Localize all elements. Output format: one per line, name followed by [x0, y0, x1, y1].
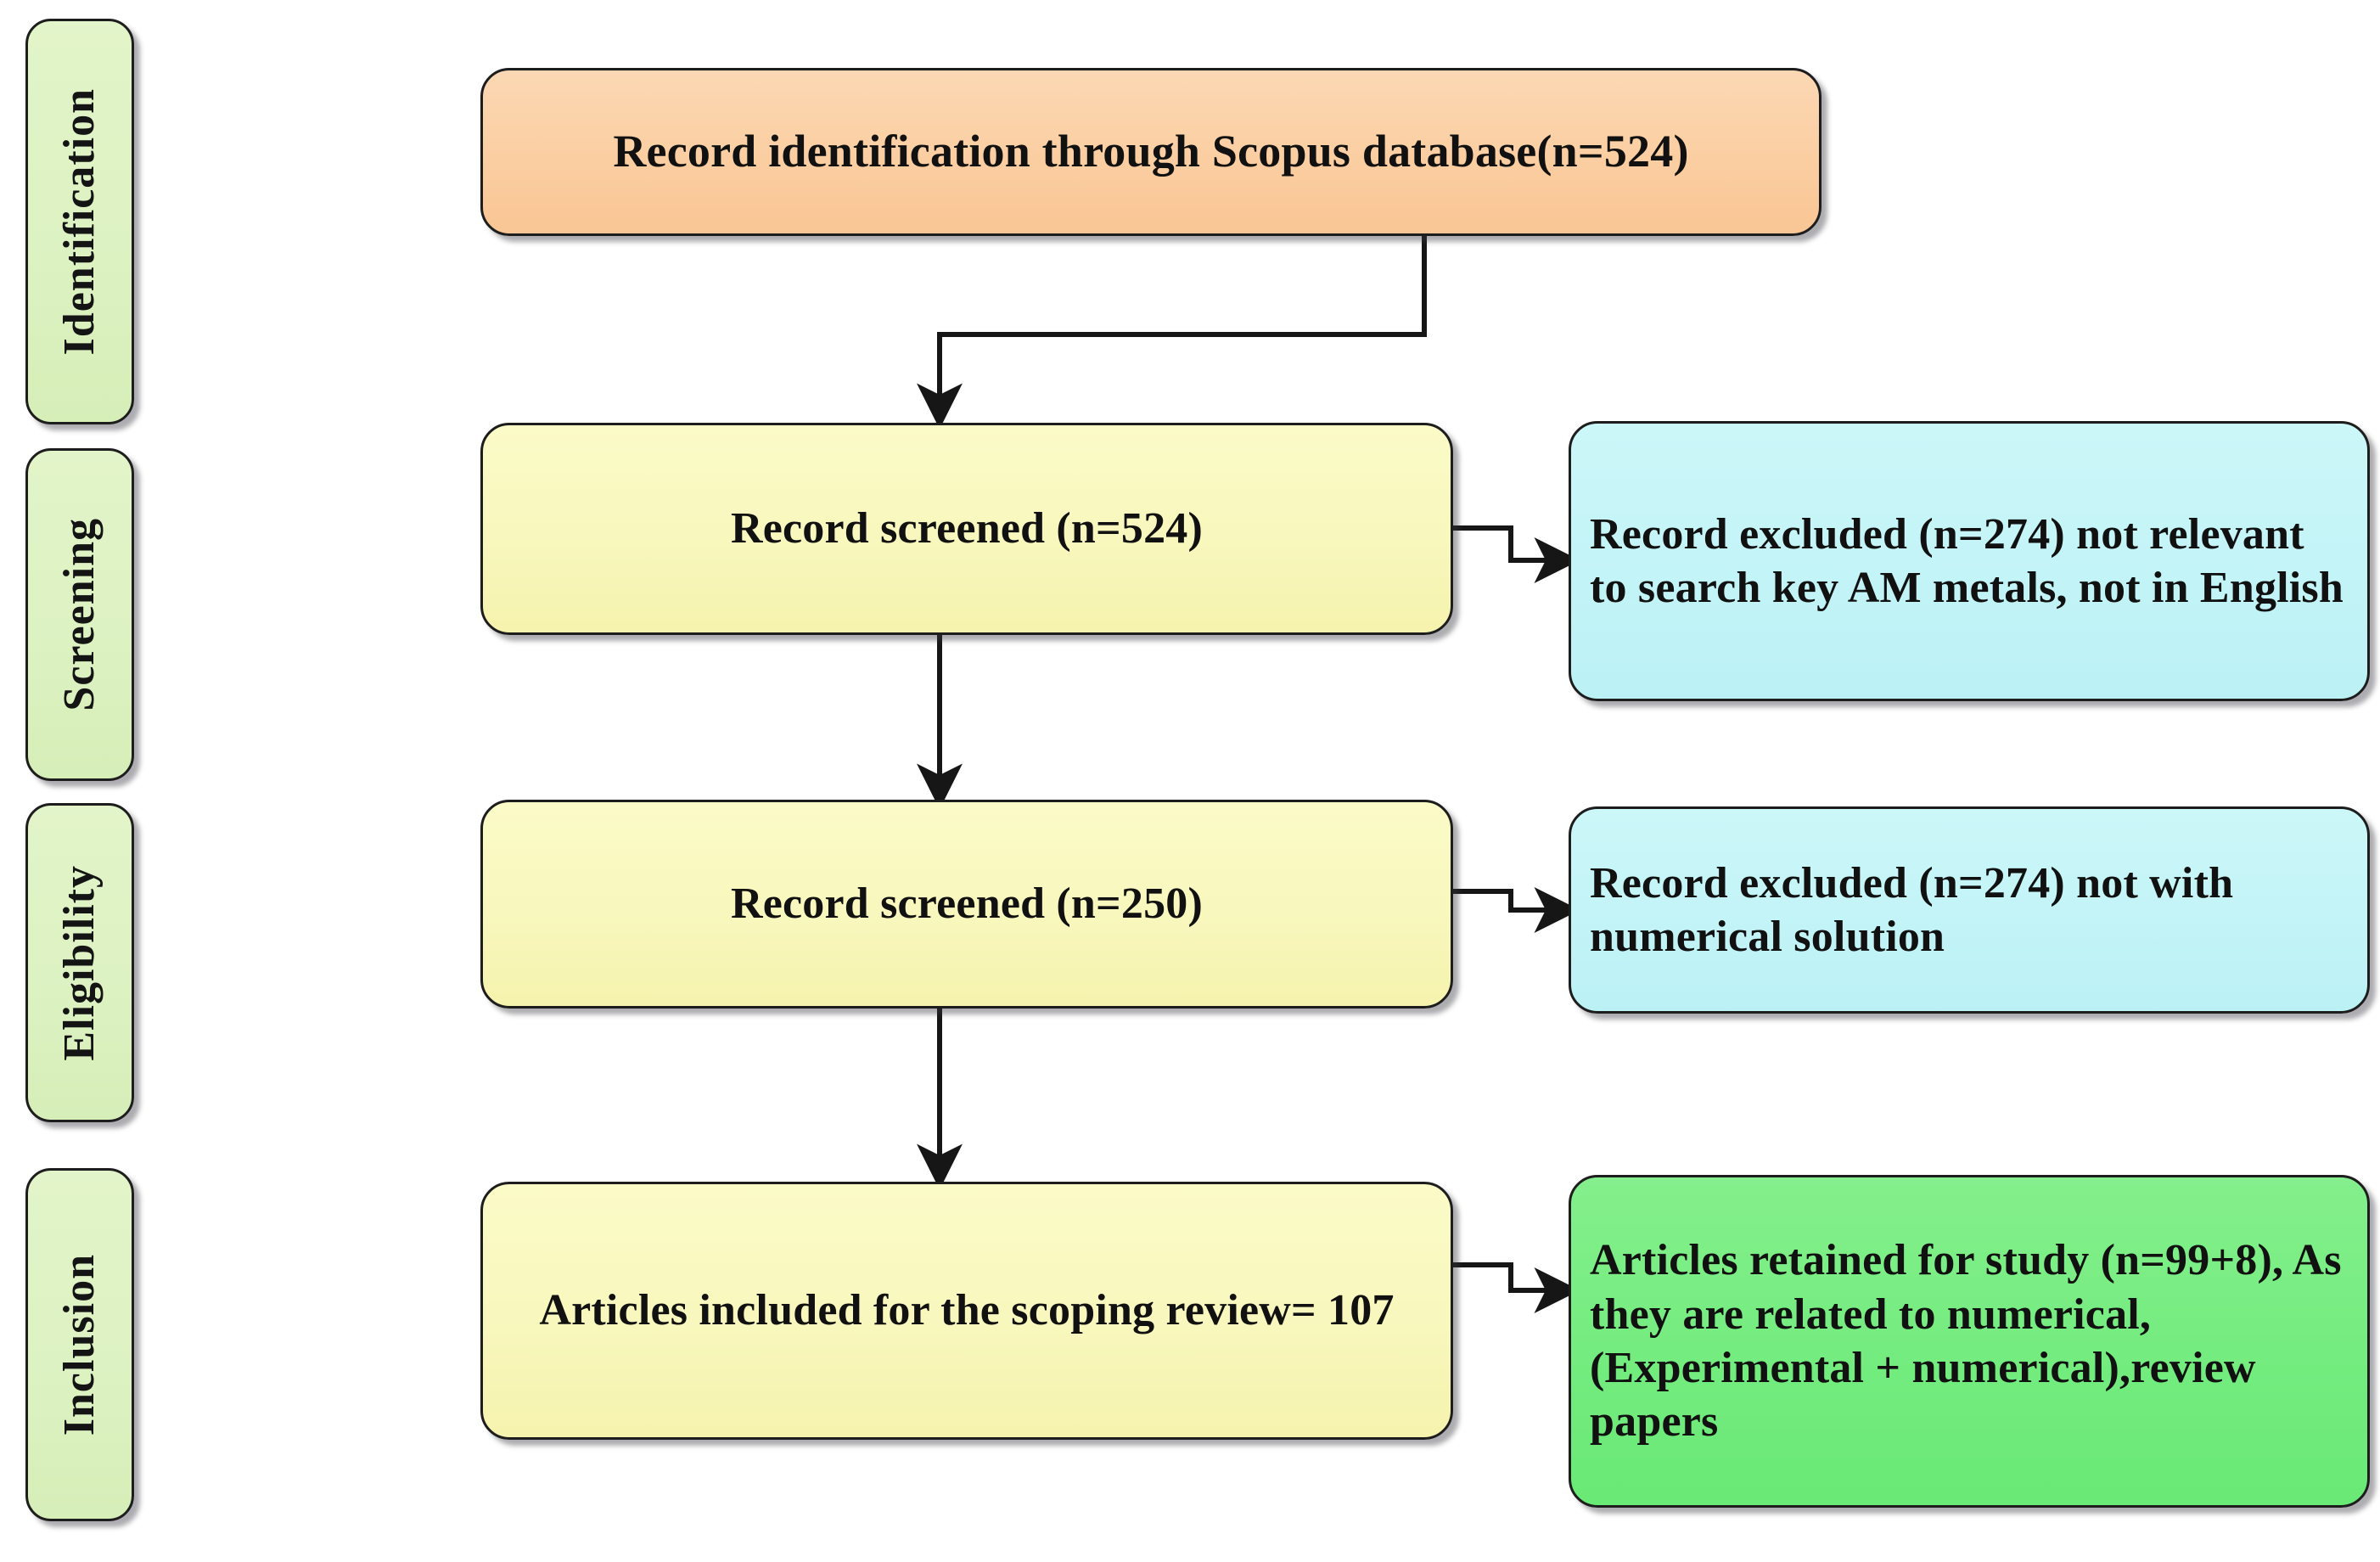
- stage-screening-text: Screening: [55, 518, 104, 711]
- node-screened-524-label: Record screened (n=524): [730, 504, 1204, 553]
- node-screened-250: Record screened (n=250): [480, 800, 1453, 1009]
- node-identification-source: Record identification through Scopus dat…: [480, 68, 1821, 236]
- stage-label-eligibility: Eligibility: [25, 803, 134, 1122]
- node-included-107: Articles included for the scoping review…: [480, 1182, 1453, 1440]
- stage-label-inclusion: Inclusion: [25, 1168, 134, 1521]
- node-excluded-relevance-label: Record excluded (n=274) not relevant to …: [1590, 509, 2344, 612]
- edge-screened524-to-excluded-relevance: [1453, 525, 1580, 583]
- stage-label-identification: Identification: [25, 19, 134, 424]
- node-retained-107-label: Articles retained for study (n=99+8), As…: [1590, 1236, 2342, 1447]
- stage-inclusion-text: Inclusion: [55, 1253, 104, 1436]
- stage-label-screening: Screening: [25, 448, 134, 781]
- node-screened-524: Record screened (n=524): [480, 423, 1453, 635]
- edge-identification-to-screened524: [917, 236, 1427, 430]
- node-screened-250-label: Record screened (n=250): [730, 879, 1204, 929]
- edge-included107-to-retained107: [1453, 1262, 1580, 1313]
- stage-eligibility-text: Eligibility: [55, 864, 104, 1061]
- node-included-107-label: Articles included for the scoping review…: [539, 1286, 1395, 1335]
- node-excluded-numerical-label: Record excluded (n=274) not with numeric…: [1590, 858, 2234, 961]
- node-excluded-relevance: Record excluded (n=274) not relevant to …: [1569, 421, 2370, 701]
- node-excluded-numerical: Record excluded (n=274) not with numeric…: [1569, 806, 2370, 1014]
- stage-identification-text: Identification: [55, 87, 104, 356]
- node-identification-source-label: Record identification through Scopus dat…: [613, 126, 1689, 177]
- edge-screened250-to-excluded-numerical: [1453, 887, 1580, 933]
- node-retained-107: Articles retained for study (n=99+8), As…: [1569, 1175, 2370, 1508]
